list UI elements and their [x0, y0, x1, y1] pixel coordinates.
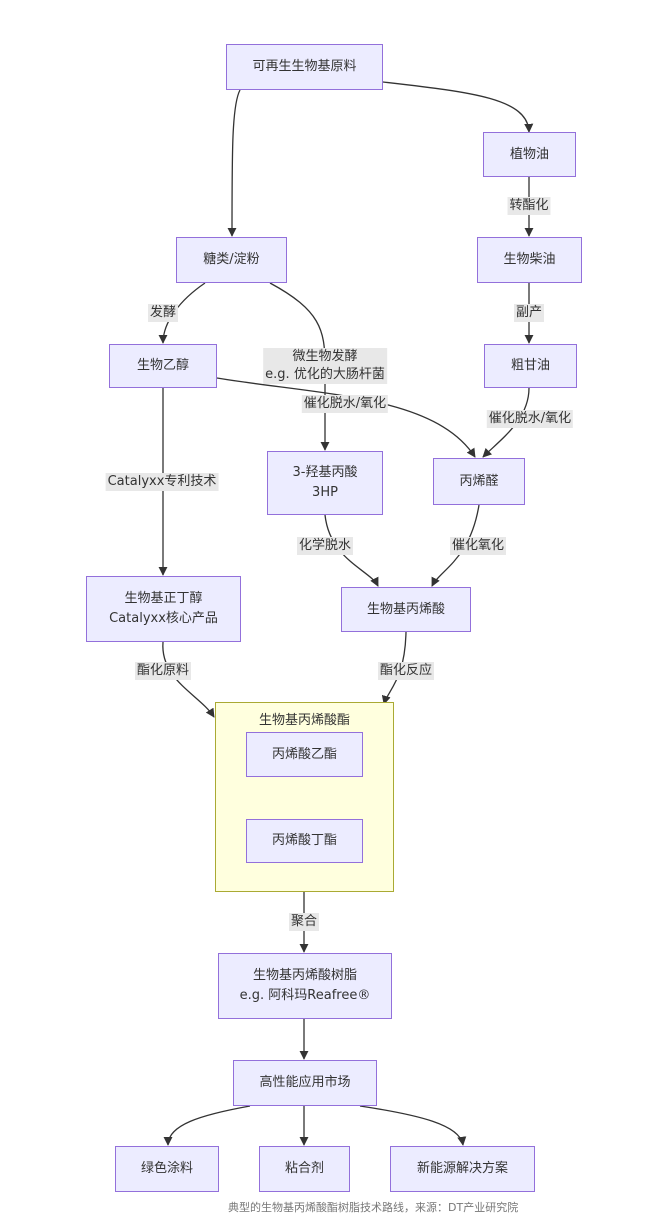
edge-label-catalyxx-tech: Catalyxx专利技术	[105, 473, 219, 491]
node-label-line2: e.g. 阿科玛Reafree®	[239, 988, 371, 1003]
edge-label-chem-dehydration: 化学脱水	[296, 537, 354, 555]
node-bioethanol[interactable]: 生物乙醇	[109, 344, 217, 388]
node-label: 粗甘油	[510, 358, 550, 373]
edge-ethanol-acrolein	[216, 377, 476, 458]
node-label: 高性能应用市场	[259, 1075, 351, 1090]
node-bio-nbutanol[interactable]: 生物基正丁醇 Catalyxx核心产品	[86, 576, 241, 642]
node-label: 生物乙醇	[136, 358, 189, 373]
edge-label-fermentation: 发酵	[147, 304, 179, 322]
node-vegetable-oil[interactable]: 植物油	[483, 132, 576, 177]
edge-label-byproduct: 副产	[513, 304, 545, 322]
edge-label-esterification-reaction: 酯化反应	[377, 662, 435, 680]
node-label-line1: 生物基丙烯酸树脂	[252, 968, 357, 983]
edge-label-cat-dehydration-oxidation-ethanol: 催化脱水/氧化	[301, 395, 389, 413]
edge-label-microbial-fermentation: 微生物发酵 e.g. 优化的大肠杆菌	[263, 348, 387, 384]
edge-label-polymerization: 聚合	[288, 913, 320, 931]
group-title: 生物基丙烯酸酯	[258, 713, 350, 728]
group-bio-acrylate-esters: 生物基丙烯酸酯	[215, 702, 394, 892]
node-label: 丙烯醛	[459, 473, 499, 489]
edge-3hp-acrylic	[324, 514, 379, 587]
node-label: 生物基丙烯酸	[366, 601, 445, 617]
node-sugar-starch[interactable]: 糖类/淀粉	[176, 237, 287, 283]
node-biodiesel[interactable]: 生物柴油	[477, 237, 582, 283]
node-label: 糖类/淀粉	[203, 252, 260, 267]
node-butyl-acrylate[interactable]: 丙烯酸丁酯	[246, 819, 363, 863]
edge-label-cat-dehydration-oxidation-glycerol: 催化脱水/氧化	[486, 410, 574, 428]
edge-glycerol-acrolein	[482, 387, 530, 458]
edge-label-line2: e.g. 优化的大肠杆菌	[265, 367, 385, 382]
node-green-coating[interactable]: 绿色涂料	[115, 1146, 219, 1192]
edge-market-coating	[163, 1105, 251, 1146]
edge-label-transesterification: 转酯化	[507, 197, 551, 215]
node-label: 可再生生物基原料	[252, 59, 357, 74]
node-bio-acrylic-resin[interactable]: 生物基丙烯酸树脂 e.g. 阿科玛Reafree®	[218, 953, 392, 1019]
edge-label-line1: 微生物发酵	[292, 349, 358, 364]
edge-nbutanol-group	[162, 641, 215, 718]
node-ethyl-acrylate[interactable]: 丙烯酸乙酯	[246, 732, 363, 777]
edge-label-esterification-feed: 酯化原料	[134, 662, 192, 680]
edge-renewable-vegoil	[382, 81, 534, 133]
node-new-energy-solution[interactable]: 新能源解决方案	[390, 1146, 535, 1192]
node-label-line2: 3HP	[312, 485, 338, 500]
node-adhesive[interactable]: 粘合剂	[259, 1146, 350, 1192]
node-label: 粘合剂	[284, 1161, 324, 1176]
edge-label-cat-oxidation: 催化氧化	[449, 537, 507, 555]
edge-renewable-sugar	[227, 89, 241, 237]
node-label-line1: 生物基正丁醇	[124, 591, 203, 606]
node-high-performance-market[interactable]: 高性能应用市场	[233, 1060, 377, 1106]
node-label: 新能源解决方案	[416, 1161, 508, 1176]
node-label-line1: 3-羟基丙酸	[292, 465, 358, 480]
figure-caption: 典型的生物基丙烯酸酯树脂技术路线，来源：DT产业研究院	[228, 1201, 519, 1214]
node-label: 植物油	[509, 146, 549, 162]
node-bio-acrylic-acid[interactable]: 生物基丙烯酸	[341, 587, 471, 632]
node-renewable-feedstock[interactable]: 可再生生物基原料	[226, 44, 383, 90]
node-label: 生物柴油	[503, 252, 556, 267]
node-3hp[interactable]: 3-羟基丙酸 3HP	[267, 451, 383, 515]
edge-acrolein-acrylic	[431, 504, 480, 587]
edge-acrylic-group	[381, 631, 407, 705]
node-label: 绿色涂料	[140, 1161, 193, 1176]
node-acrolein[interactable]: 丙烯醛	[433, 458, 525, 505]
edge-market-newenergy	[359, 1105, 467, 1146]
node-label: 丙烯酸乙酯	[271, 746, 337, 762]
node-label: 丙烯酸丁酯	[271, 833, 337, 848]
node-label-line2: Catalyxx核心产品	[109, 611, 218, 626]
node-crude-glycerol[interactable]: 粗甘油	[484, 344, 577, 388]
